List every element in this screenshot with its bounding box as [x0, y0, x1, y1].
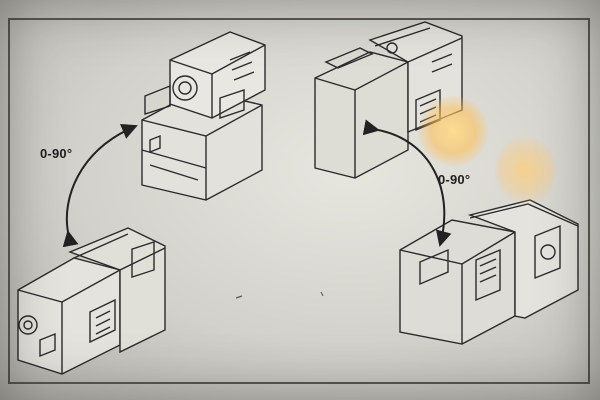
light-glare [418, 96, 488, 166]
rotation-arrow-left [62, 123, 138, 248]
rotation-arrow-right [362, 119, 452, 247]
heater-unit-top-center [141, 31, 266, 201]
speck-mark [235, 295, 243, 299]
light-glare [495, 135, 555, 205]
rotation-label-left: 0-90° [40, 146, 73, 161]
speck-mark [320, 291, 324, 297]
rotation-label-right: 0-90° [438, 172, 471, 187]
heater-unit-bottom-right [399, 199, 579, 345]
diagram-frame [8, 18, 590, 384]
heater-unit-bottom-left [17, 227, 166, 375]
